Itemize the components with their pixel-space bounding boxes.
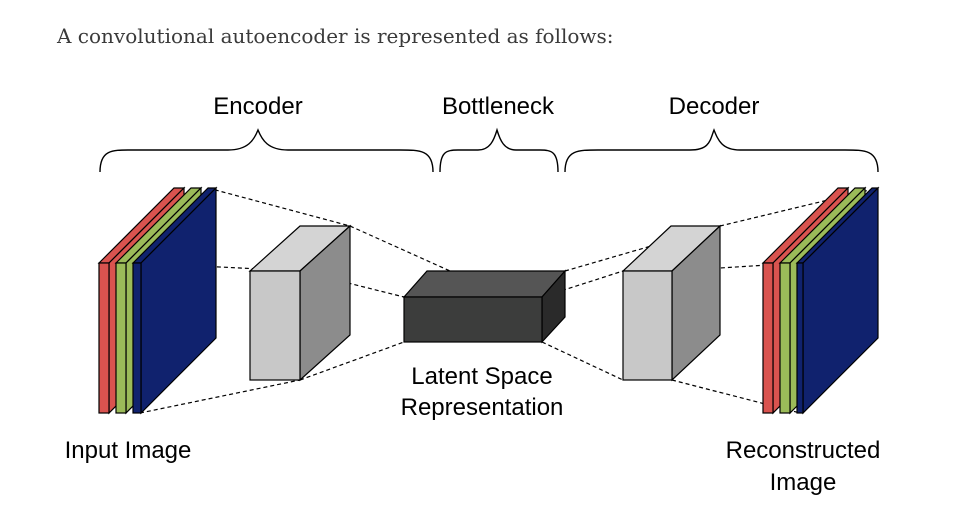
- encoder-brace: [99, 128, 434, 173]
- latent-space-block: [402, 269, 567, 344]
- encoder-block: [248, 224, 352, 382]
- encoder-label: Encoder: [213, 93, 302, 120]
- decoder-brace: [564, 128, 879, 173]
- reconstructed-label-line2: Image: [770, 469, 837, 496]
- decoder-label: Decoder: [669, 93, 760, 120]
- bottleneck-brace: [439, 127, 559, 173]
- input-image-label: Input Image: [65, 437, 192, 464]
- reconstructed-label-line1: Reconstructed: [726, 437, 881, 464]
- reconstructed-image-stack: [761, 186, 880, 415]
- intro-text: A convolutional autoencoder is represent…: [57, 24, 614, 48]
- latent-label-line1: Latent Space: [411, 363, 552, 390]
- latent-label-line2: Representation: [401, 394, 564, 421]
- decoder-block: [621, 224, 722, 382]
- bottleneck-label: Bottleneck: [442, 93, 555, 120]
- input-image-stack: [97, 186, 218, 415]
